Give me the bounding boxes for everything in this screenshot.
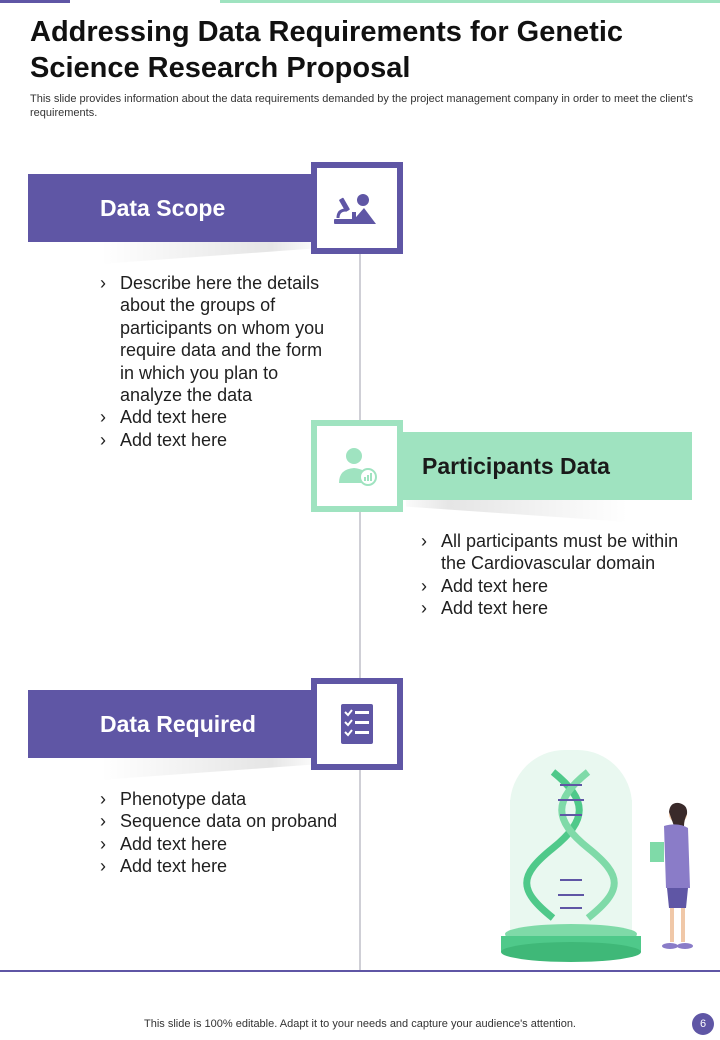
data-scope-bullets: Describe here the details about the grou… <box>100 272 330 452</box>
data-scope-banner: Data Scope <box>28 174 318 242</box>
footer-note: This slide is 100% editable. Adapt it to… <box>144 1018 576 1030</box>
participant-chart-icon <box>339 448 377 486</box>
data-required-shadow <box>100 758 312 780</box>
checklist-icon <box>341 704 373 744</box>
data-required-icon-box <box>311 678 403 770</box>
researcher-microscope-icon <box>334 194 376 224</box>
list-item: Sequence data on proband <box>100 810 360 833</box>
data-scope-heading: Data Scope <box>100 194 226 221</box>
list-item: Add text here <box>100 855 360 878</box>
list-item: Describe here the details about the grou… <box>100 272 330 406</box>
data-required-banner: Data Required <box>28 690 318 758</box>
page-title: Addressing Data Requirements for Genetic… <box>30 16 624 84</box>
top-accent-mint <box>220 0 720 3</box>
page-subtitle: This slide provides information about th… <box>30 93 694 119</box>
data-required-bullets: Phenotype data Sequence data on proband … <box>100 788 360 878</box>
bottom-rule <box>0 970 720 972</box>
list-item: Add text here <box>421 575 696 598</box>
timeline-line <box>359 252 361 970</box>
page-number-badge: 6 <box>692 1013 714 1035</box>
list-item: Phenotype data <box>100 788 360 811</box>
list-item: Add text here <box>421 597 696 620</box>
participants-data-shadow <box>406 500 628 522</box>
dna-scientist-illustration <box>501 750 693 962</box>
top-accent-purple <box>0 0 70 3</box>
list-item: All participants must be within the Card… <box>421 530 696 575</box>
list-item: Add text here <box>100 429 330 452</box>
list-item: Add text here <box>100 406 330 429</box>
data-scope-shadow <box>100 242 312 264</box>
participants-data-bullets: All participants must be within the Card… <box>421 530 696 620</box>
participants-data-banner: Participants Data <box>398 432 692 500</box>
data-scope-icon-box <box>311 162 403 254</box>
participants-data-heading: Participants Data <box>422 452 610 479</box>
data-required-heading: Data Required <box>100 710 256 737</box>
participants-data-icon-box <box>311 420 403 512</box>
list-item: Add text here <box>100 833 360 856</box>
